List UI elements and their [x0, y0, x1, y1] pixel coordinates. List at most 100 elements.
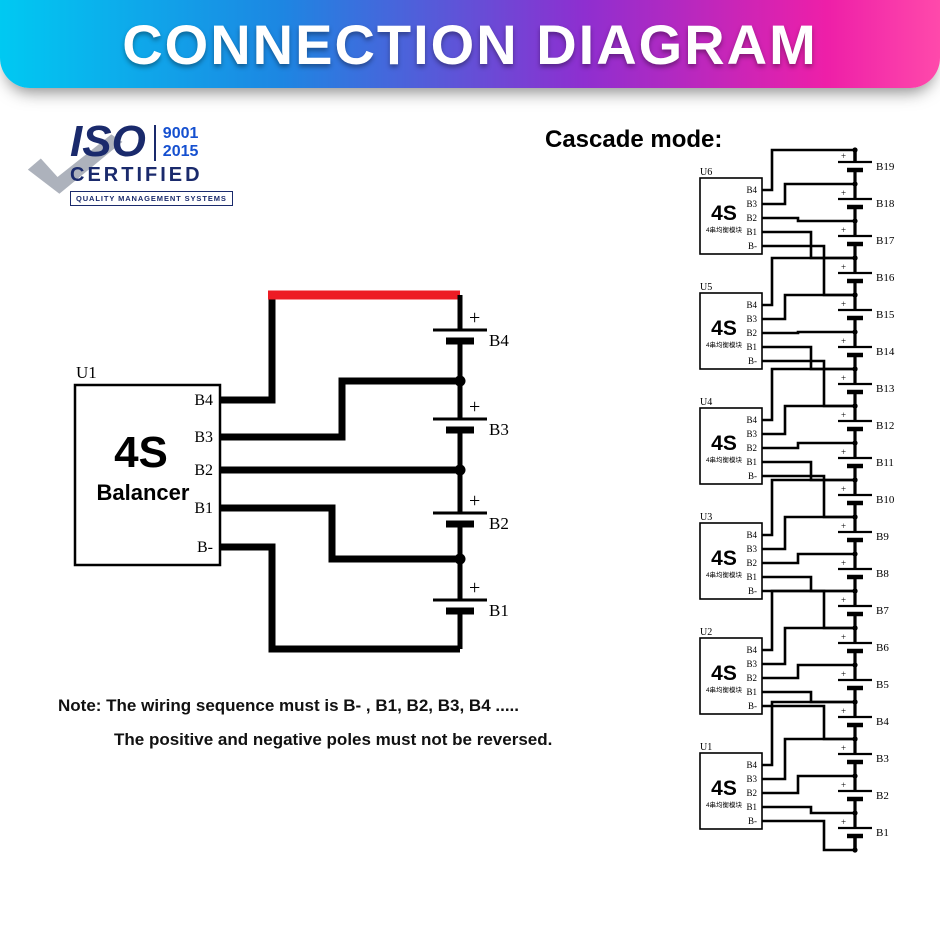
cascade-wire	[762, 589, 855, 652]
battery-label: B7	[876, 605, 889, 617]
battery-label-b4: B4	[489, 331, 509, 350]
cascade-module-ref: U4	[700, 397, 712, 408]
cascade-module-pin-label: B2	[746, 443, 757, 453]
battery-label: B8	[876, 568, 889, 580]
checkmark-swoosh-icon	[27, 134, 123, 194]
junction-dot	[852, 403, 858, 409]
iso-certified-badge: ISO 9001 2015 CERTIFIED QUALITY MANAGEME…	[27, 117, 252, 206]
battery-plus-sign: +	[841, 225, 846, 235]
cascade-module-pin-label: B3	[746, 199, 757, 209]
main-balancer-diagram: U1 4S Balancer B4 B3 B2 B1 B-	[73, 290, 509, 653]
balancer-subtitle: Balancer	[97, 480, 190, 505]
junction-dot	[852, 810, 858, 816]
cascade-wire	[762, 367, 855, 422]
cascade-module-ref: U1	[700, 742, 712, 753]
cascade-wire	[762, 575, 855, 593]
battery-plus-sign: +	[469, 396, 480, 418]
cascade-wire	[762, 805, 855, 815]
balancer-box	[73, 383, 222, 567]
cascade-wire	[762, 737, 855, 781]
cascade-wire	[762, 256, 855, 307]
battery-plus-sign: +	[841, 151, 846, 161]
junction-dot	[852, 588, 858, 594]
junction-dot	[852, 366, 858, 372]
cascade-module-title: 4S	[711, 777, 737, 800]
junction-dot	[852, 551, 858, 557]
battery-label: B14	[876, 346, 895, 358]
battery-label: B10	[876, 494, 895, 506]
cascade-module-box	[699, 177, 763, 255]
main-ref-label: U1	[76, 363, 97, 382]
iso-badge-top: ISO 9001 2015	[70, 117, 252, 166]
cascade-wire	[762, 460, 855, 482]
cascade-module-pin-label: B3	[746, 774, 757, 784]
cascade-module-subtitle: 4串均衡模块	[706, 800, 743, 809]
cascade-wire	[762, 216, 855, 223]
junction-dot	[852, 736, 858, 742]
cascade-module-title: 4S	[711, 662, 737, 685]
junction-dot	[852, 292, 858, 298]
cascade-module-pin-label: B2	[746, 328, 757, 338]
battery-plus-sign: +	[841, 817, 846, 827]
wire-b4	[220, 295, 276, 404]
battery-plus-sign: +	[841, 706, 846, 716]
cascade-wire	[762, 293, 855, 321]
battery-label: B17	[876, 235, 895, 247]
junction-dot	[852, 477, 858, 483]
battery-label: B9	[876, 531, 889, 543]
cascade-module-pin-label: B1	[746, 572, 757, 582]
cascade-diagram: +B19+B18+B17+B16+B15+B14+B13+B12+B11+B10…	[699, 147, 895, 853]
junction-dot	[852, 514, 858, 520]
junction-dot	[852, 440, 858, 446]
cascade-wire	[762, 700, 855, 767]
battery-plus-sign: +	[469, 490, 480, 512]
iso-word: ISO	[70, 117, 146, 166]
cascade-module-pin-label: B1	[746, 457, 757, 467]
cascade-wire	[762, 552, 855, 565]
cascade-module-pin-label: B3	[746, 544, 757, 554]
cascade-module-pin-label: B-	[748, 356, 757, 366]
note-line-2: The positive and negative poles must not…	[114, 730, 553, 749]
junction-dot	[852, 699, 858, 705]
battery-label: B13	[876, 383, 895, 395]
cascade-module-box	[699, 522, 763, 600]
cascade-wire	[762, 515, 855, 551]
battery-label: B1	[876, 827, 889, 839]
junction-dot	[852, 514, 858, 520]
junction-dot	[852, 477, 858, 483]
battery-label: B11	[876, 457, 894, 469]
cascade-module-pin-label: B2	[746, 788, 757, 798]
pin-label-bminus: B-	[197, 539, 213, 556]
cascade-wire	[762, 663, 855, 680]
wiring-note: Note: The wiring sequence must is B- , B…	[58, 696, 552, 764]
battery-plus-sign: +	[841, 669, 846, 679]
cascade-module-pin-label: B4	[746, 645, 757, 655]
junction-dot	[454, 375, 466, 387]
battery-label: B15	[876, 309, 895, 321]
cascade-module-ref: U3	[700, 512, 712, 523]
cascade-wire	[762, 230, 855, 260]
junction-dot	[852, 625, 858, 631]
junction-dot	[852, 773, 858, 779]
cascade-wire	[762, 330, 855, 335]
cascade-wire	[762, 345, 855, 371]
battery-label: B2	[876, 790, 889, 802]
iso-standard: 9001	[162, 125, 199, 142]
wire-b1	[220, 504, 456, 563]
junction-dot	[852, 699, 858, 705]
junction-dot	[852, 736, 858, 742]
cascade-module-pin-label: B4	[746, 760, 757, 770]
junction-dot	[852, 329, 858, 335]
cascade-wire	[762, 148, 855, 192]
battery-plus-sign: +	[469, 577, 480, 599]
battery-plus-sign: +	[841, 262, 846, 272]
cascade-wire	[762, 182, 855, 206]
cascade-module-title: 4S	[711, 202, 737, 225]
junction-dot	[852, 847, 858, 853]
battery-plus-sign: +	[841, 299, 846, 309]
cascade-module-pin-label: B4	[746, 415, 757, 425]
pin-label-b3: B3	[194, 429, 213, 446]
cascade-wire	[762, 474, 855, 519]
cascade-module-pin-label: B3	[746, 659, 757, 669]
battery-plus-sign: +	[469, 307, 480, 329]
